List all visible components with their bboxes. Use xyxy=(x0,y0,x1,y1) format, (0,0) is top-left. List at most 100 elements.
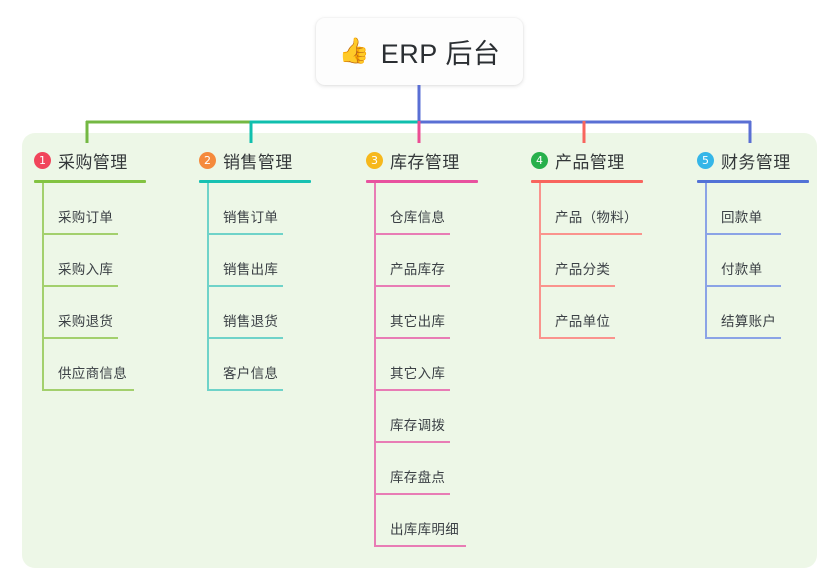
branch-number-badge-4: 4 xyxy=(531,151,548,169)
branch-number-badge-3: 3 xyxy=(366,151,383,169)
branch-header-1[interactable]: 1 采购管理 xyxy=(34,145,184,175)
root-node-title: ERP 后台 xyxy=(380,39,501,69)
item-label: 其它入库 xyxy=(390,366,446,381)
item-label: 结算账户 xyxy=(721,314,777,329)
list-item[interactable]: 销售订单 xyxy=(199,183,349,235)
branch-rule-4 xyxy=(531,180,643,183)
list-item[interactable]: 采购退货 xyxy=(34,287,184,339)
list-item[interactable]: 其它入库 xyxy=(366,339,516,391)
branch-title-4: 产品管理 xyxy=(555,152,625,172)
item-rule xyxy=(539,337,615,339)
branch-column-1: 1 采购管理 采购订单 采购入库 采购退货 供应商信息 xyxy=(34,145,184,391)
branch-rule-1 xyxy=(34,180,146,183)
branch-spine-1 xyxy=(42,183,44,391)
item-label: 采购退货 xyxy=(58,314,114,329)
branch-items-5: 回款单 付款单 结算账户 xyxy=(697,183,839,339)
branch-spine-4 xyxy=(539,183,541,339)
item-rule xyxy=(374,337,450,339)
item-label: 付款单 xyxy=(721,262,763,277)
branch-header-2[interactable]: 2 销售管理 xyxy=(199,145,349,175)
list-item[interactable]: 付款单 xyxy=(697,235,839,287)
branch-rule-5 xyxy=(697,180,809,183)
item-rule xyxy=(42,337,118,339)
item-rule xyxy=(374,545,466,547)
branch-title-5: 财务管理 xyxy=(721,152,791,172)
list-item[interactable]: 结算账户 xyxy=(697,287,839,339)
item-rule xyxy=(705,337,781,339)
branch-column-5: 5 财务管理 回款单 付款单 结算账户 xyxy=(697,145,839,339)
diagram-background-panel xyxy=(22,133,817,568)
list-item[interactable]: 产品分类 xyxy=(531,235,691,287)
list-item[interactable]: 采购订单 xyxy=(34,183,184,235)
thumbs-up-icon: 👍 xyxy=(338,37,370,65)
list-item[interactable]: 回款单 xyxy=(697,183,839,235)
item-rule xyxy=(42,233,118,235)
branch-items-1: 采购订单 采购入库 采购退货 供应商信息 xyxy=(34,183,184,391)
item-rule xyxy=(374,441,450,443)
item-label: 销售订单 xyxy=(223,210,279,225)
item-rule xyxy=(207,285,283,287)
list-item[interactable]: 销售出库 xyxy=(199,235,349,287)
branch-spine-2 xyxy=(207,183,209,391)
item-rule xyxy=(539,233,642,235)
item-label: 产品单位 xyxy=(555,314,611,329)
item-rule xyxy=(705,285,781,287)
item-rule xyxy=(42,389,134,391)
item-rule xyxy=(207,337,283,339)
branch-rule-3 xyxy=(366,180,478,183)
branch-items-3: 仓库信息 产品库存 其它出库 其它入库 库存调拨 库存盘点 xyxy=(366,183,516,547)
list-item[interactable]: 库存盘点 xyxy=(366,443,516,495)
item-rule xyxy=(42,285,118,287)
item-label: 采购订单 xyxy=(58,210,114,225)
branch-title-2: 销售管理 xyxy=(223,152,293,172)
item-label: 产品分类 xyxy=(555,262,611,277)
branch-header-5[interactable]: 5 财务管理 xyxy=(697,145,839,175)
item-rule xyxy=(705,233,781,235)
branch-items-4: 产品（物料） 产品分类 产品单位 xyxy=(531,183,691,339)
item-rule xyxy=(207,233,283,235)
item-rule xyxy=(539,285,615,287)
branch-title-1: 采购管理 xyxy=(58,152,128,172)
item-label: 产品（物料） xyxy=(555,210,638,225)
branch-number-badge-1: 1 xyxy=(34,151,51,169)
list-item[interactable]: 供应商信息 xyxy=(34,339,184,391)
branch-column-2: 2 销售管理 销售订单 销售出库 销售退货 客户信息 xyxy=(199,145,349,391)
item-label: 采购入库 xyxy=(58,262,114,277)
branch-header-4[interactable]: 4 产品管理 xyxy=(531,145,691,175)
item-label: 销售出库 xyxy=(223,262,279,277)
item-label: 出库库明细 xyxy=(390,522,459,537)
branch-number-badge-2: 2 xyxy=(199,151,216,169)
branch-items-2: 销售订单 销售出库 销售退货 客户信息 xyxy=(199,183,349,391)
item-label: 客户信息 xyxy=(223,366,279,381)
list-item[interactable]: 采购入库 xyxy=(34,235,184,287)
list-item[interactable]: 其它出库 xyxy=(366,287,516,339)
list-item[interactable]: 出库库明细 xyxy=(366,495,516,547)
list-item[interactable]: 产品库存 xyxy=(366,235,516,287)
branch-column-3: 3 库存管理 仓库信息 产品库存 其它出库 其它入库 库存调拨 xyxy=(366,145,516,547)
item-label: 库存盘点 xyxy=(390,470,446,485)
list-item[interactable]: 客户信息 xyxy=(199,339,349,391)
branch-header-3[interactable]: 3 库存管理 xyxy=(366,145,516,175)
branch-number-badge-5: 5 xyxy=(697,151,714,169)
branch-column-4: 4 产品管理 产品（物料） 产品分类 产品单位 xyxy=(531,145,691,339)
list-item[interactable]: 仓库信息 xyxy=(366,183,516,235)
item-rule xyxy=(374,493,450,495)
branch-title-3: 库存管理 xyxy=(390,152,460,172)
item-label: 销售退货 xyxy=(223,314,279,329)
list-item[interactable]: 销售退货 xyxy=(199,287,349,339)
root-node-card[interactable]: 👍 ERP 后台 xyxy=(316,18,523,85)
branch-spine-3 xyxy=(374,183,376,547)
branch-rule-2 xyxy=(199,180,311,183)
item-label: 库存调拨 xyxy=(390,418,446,433)
item-label: 其它出库 xyxy=(390,314,446,329)
item-rule xyxy=(374,285,450,287)
list-item[interactable]: 产品单位 xyxy=(531,287,691,339)
item-label: 回款单 xyxy=(721,210,763,225)
item-label: 产品库存 xyxy=(390,262,446,277)
list-item[interactable]: 库存调拨 xyxy=(366,391,516,443)
branch-spine-5 xyxy=(705,183,707,339)
list-item[interactable]: 产品（物料） xyxy=(531,183,691,235)
item-rule xyxy=(374,233,450,235)
item-rule xyxy=(374,389,450,391)
